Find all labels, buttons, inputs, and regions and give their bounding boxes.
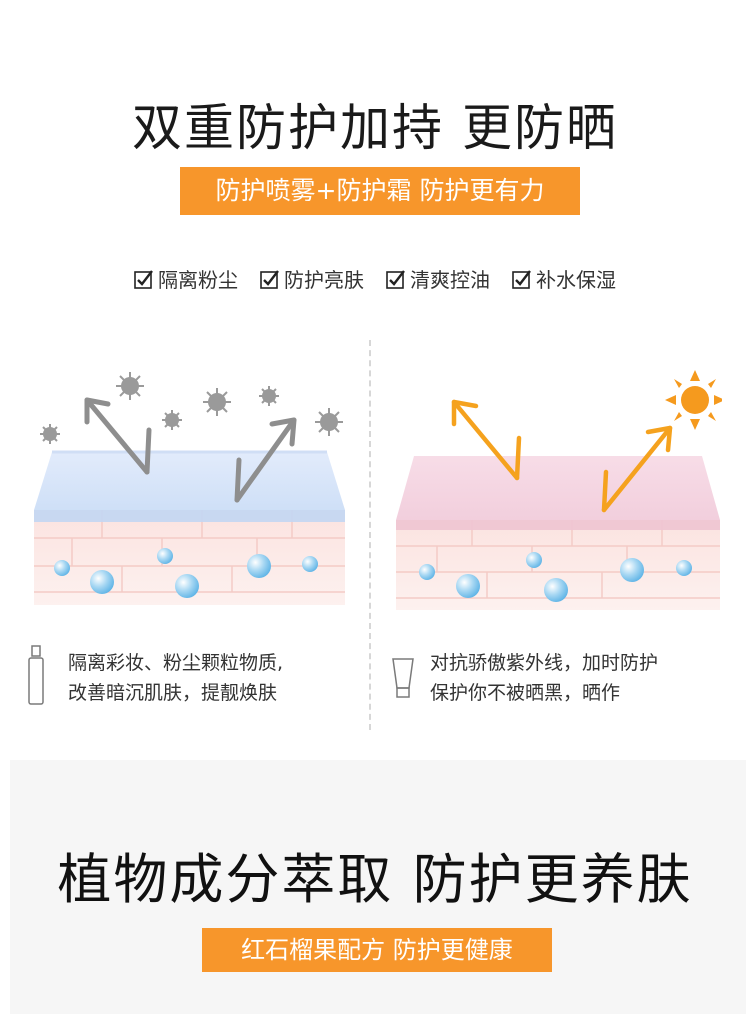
- sun-icon: [665, 370, 722, 430]
- dust-description: 隔离彩妆、粉尘颗粒物质, 改善暗沉肌肤，提靓焕肤: [68, 648, 358, 708]
- section-subtitle-banner: 红石榴果配方 防护更健康: [202, 928, 552, 972]
- checkbox-checked-icon: [512, 269, 531, 289]
- dust-isolation-illustration: [34, 372, 345, 605]
- feature-label: 清爽控油: [410, 268, 490, 292]
- feature-item: 防护亮肤: [260, 264, 364, 293]
- cream-tube-icon: [392, 658, 414, 698]
- description-line: 隔离彩妆、粉尘颗粒物质,: [68, 652, 284, 674]
- feature-item: 隔离粉尘: [134, 264, 238, 293]
- checkbox-checked-icon: [386, 269, 405, 289]
- uv-protection-illustration: [396, 370, 722, 610]
- feature-label: 补水保湿: [536, 268, 616, 292]
- description-line: 改善暗沉肌肤，提靓焕肤: [68, 682, 278, 704]
- page-title: 双重防护加持 更防晒: [132, 99, 618, 157]
- center-divider: [369, 340, 371, 730]
- uv-description: 对抗骄傲紫外线，加时防护 保护你不被晒黑，晒作: [430, 648, 720, 708]
- subtitle-banner: 防护喷雾+防护霜 防护更有力: [180, 167, 580, 215]
- checkbox-checked-icon: [134, 269, 153, 289]
- section-title: 植物成分萃取 防护更养肤: [57, 848, 693, 911]
- feature-item: 清爽控油: [386, 264, 490, 293]
- spray-bottle-icon: [28, 645, 44, 705]
- description-line: 对抗骄傲紫外线，加时防护: [430, 652, 659, 674]
- feature-item: 补水保湿: [512, 264, 616, 293]
- feature-label: 防护亮肤: [284, 268, 364, 292]
- feature-list: 隔离粉尘 防护亮肤 清爽控油 补水保湿: [0, 264, 750, 293]
- description-line: 保护你不被晒黑，晒作: [430, 682, 621, 704]
- feature-label: 隔离粉尘: [158, 268, 238, 292]
- checkbox-checked-icon: [260, 269, 279, 289]
